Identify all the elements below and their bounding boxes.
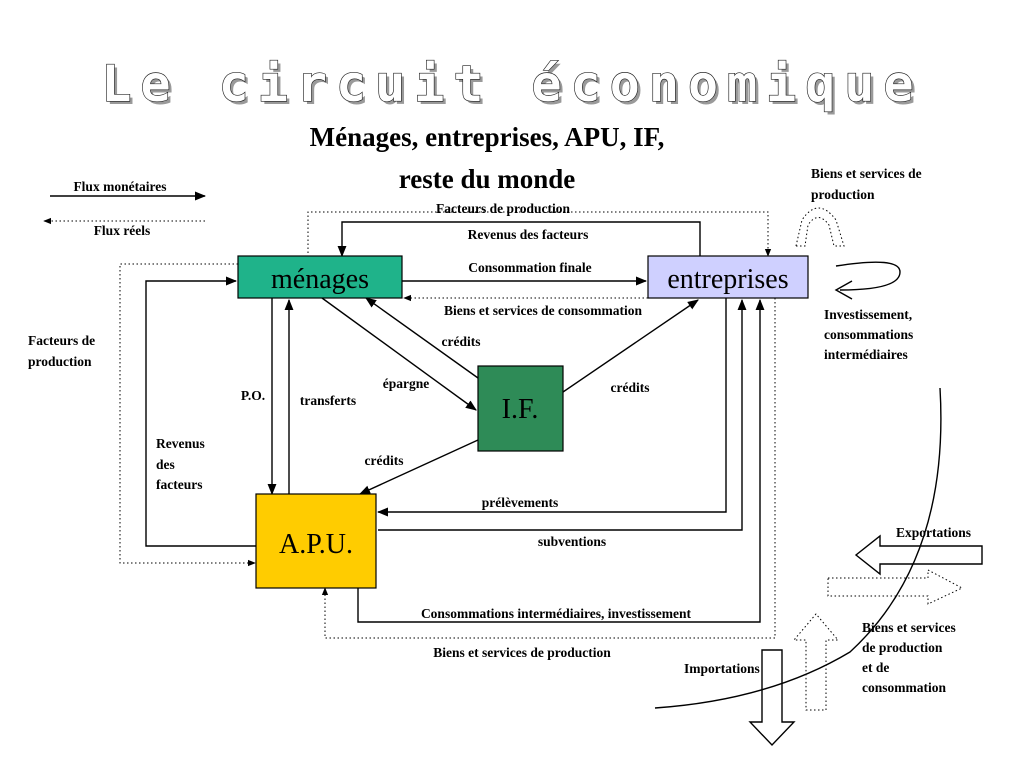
credits-entreprises-label: crédits xyxy=(611,380,650,395)
world-invest-label-3: intermédiaires xyxy=(824,347,908,362)
credits-entreprises-arrow xyxy=(562,299,699,393)
transferts-label: transferts xyxy=(300,393,356,408)
bs-production-uturn-arrow xyxy=(795,207,845,247)
dotted-left-facteurs-flow xyxy=(119,263,256,567)
page-title: Le circuit économique xyxy=(101,55,922,113)
apu-label: A.P.U. xyxy=(279,529,353,560)
facteurs-production-left-label-1: Facteurs de xyxy=(28,333,95,348)
subventions-label: subventions xyxy=(538,534,606,549)
menages-node: ménages xyxy=(237,255,403,299)
revenus-left-label-3: facteurs xyxy=(156,477,202,492)
menages-label: ménages xyxy=(271,264,369,295)
bs-consommation-label: Biens et services de consommation xyxy=(444,303,642,318)
exportations-real-arrow xyxy=(827,569,964,605)
menages-box xyxy=(237,255,403,299)
dotted-bs-production-flow xyxy=(321,298,776,639)
importations-label: Importations xyxy=(684,661,760,676)
credits-menages-label: crédits xyxy=(442,334,481,349)
revenus-facteurs-arrow xyxy=(337,221,701,258)
world-bs-production-label-2: production xyxy=(811,187,875,202)
legend-real-label: Flux réels xyxy=(94,223,151,238)
prelevements-arrow xyxy=(376,298,727,517)
invest-circle-arrow-body xyxy=(835,261,901,291)
world-bs-production-label-1: Biens et services de xyxy=(811,166,922,181)
ci-investissement-arrow xyxy=(357,298,765,623)
revenus-left-label-1: Revenus xyxy=(156,436,205,451)
if-box xyxy=(477,365,564,452)
world-bs-prod-conso-label-3: et de xyxy=(862,660,889,675)
epargne-arrow xyxy=(321,297,477,411)
bs-production-bottom-label: Biens et services de production xyxy=(433,645,611,660)
world-invest-label-2: consommations xyxy=(824,327,913,342)
subtitle-line2: reste du monde xyxy=(399,164,576,194)
world-bs-prod-conso-label-1: Biens et services xyxy=(862,620,956,635)
world-invest-label-1: Investissement, xyxy=(824,307,912,322)
exportations-arrow xyxy=(854,534,983,576)
title-shadow: Le circuit économique xyxy=(104,58,925,116)
entreprises-label: entreprises xyxy=(667,264,788,295)
prelevements-label: prélèvements xyxy=(482,495,558,510)
ci-investissement-label: Consommations intermédiaires, investisse… xyxy=(421,606,692,621)
revenus-facteurs-top-label: Revenus des facteurs xyxy=(468,227,589,242)
entreprises-node: entreprises xyxy=(647,255,809,299)
entreprises-box xyxy=(647,255,809,299)
legend: Flux monétaires Flux réels xyxy=(43,179,207,238)
credits-apu-label: crédits xyxy=(365,453,404,468)
invest-circle-arrow-head xyxy=(834,280,853,300)
world-bs-prod-conso-label-4: consommation xyxy=(862,680,946,695)
facteurs-production-top-label: Facteurs de production xyxy=(436,201,570,216)
if-label: I.F. xyxy=(502,394,539,425)
subtitle-line1: Ménages, entreprises, APU, IF, xyxy=(310,122,665,152)
exportations-label: Exportations xyxy=(896,525,971,540)
apu-box xyxy=(255,493,377,589)
if-node: I.F. xyxy=(477,365,564,452)
credits-menages-arrow xyxy=(365,297,479,379)
importations-real-arrow xyxy=(792,613,840,711)
apu-node: A.P.U. xyxy=(255,493,377,589)
credits-apu-arrow xyxy=(358,439,479,495)
revenus-left-label-2: des xyxy=(156,457,175,472)
facteurs-production-left-label-2: production xyxy=(28,354,92,369)
world-boundary-curve xyxy=(654,387,942,709)
world-bs-prod-conso-label-2: de production xyxy=(862,640,943,655)
subventions-arrow xyxy=(378,298,747,531)
revenus-left-arrow xyxy=(145,276,256,547)
po-label: P.O. xyxy=(241,388,265,403)
consommation-finale-label: Consommation finale xyxy=(468,260,591,275)
legend-monetary-label: Flux monétaires xyxy=(73,179,166,194)
epargne-label: épargne xyxy=(383,376,430,391)
importations-arrow xyxy=(748,649,796,747)
